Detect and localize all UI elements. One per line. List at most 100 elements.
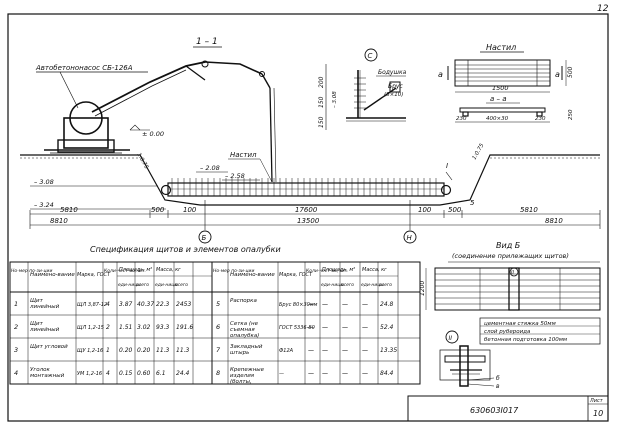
spec-header-area-total-right: всего	[341, 283, 354, 288]
walkway-label: Настил	[230, 151, 257, 159]
callout-i: I	[446, 162, 448, 170]
dim-8810-right: 8810	[545, 217, 563, 225]
spec-cell-mass-total: 52.4	[380, 324, 394, 331]
view-b-note-2: слой рубероида	[484, 329, 531, 335]
walkway-dim-230-left: 230	[456, 116, 467, 122]
spec-header-area-right: Площадь, м²	[322, 267, 355, 273]
level-m308: – 3.08	[34, 178, 54, 186]
spec-cell-pos: 5	[216, 300, 220, 308]
spec-cell-qty: —	[308, 370, 314, 377]
spec-cell-mark: ЩУ 1,2-16	[77, 348, 103, 354]
dim-100-left: 100	[183, 206, 197, 214]
detail-c-board-label: Бодушка	[378, 69, 407, 76]
spec-header-mass-left: Масса, кг	[156, 267, 181, 273]
detail-c-dim-200: 200	[318, 76, 325, 88]
detail-ii-label-b: б	[496, 375, 500, 382]
page-number: 12	[597, 4, 609, 14]
spec-cell-pos: 3	[14, 346, 18, 354]
spec-cell-pos: 7	[216, 346, 221, 354]
walkway-dim-height: 500	[567, 66, 574, 78]
spec-header-area-left: Площадь, м²	[119, 267, 152, 273]
spec-cell-pos: 1	[14, 300, 18, 308]
spec-cell-area-unit: —	[322, 324, 328, 331]
sheet-border	[7, 13, 609, 422]
spec-cell-mass-total: 24.8	[380, 301, 394, 308]
spec-cell-mass-unit: 11.3	[156, 347, 170, 354]
view-b-marker: II	[511, 270, 514, 276]
spec-header-pos-left: Но-мер по-зи-ции	[11, 268, 52, 274]
spec-header-mass-unit-left: еди-ницы	[155, 283, 178, 288]
spec-header-qty-left: Коли-чест-во, шт.	[104, 268, 146, 274]
walkway-dim-230-right: 230	[535, 116, 546, 122]
axis-marker-b	[198, 230, 212, 244]
spec-cell-pos: 6	[216, 323, 220, 331]
spec-cell-area-unit: 0.20	[119, 347, 133, 354]
spec-header-mass-unit-right: еди-ницы	[361, 283, 384, 288]
detail-c-bar-size: (8×10)	[384, 92, 403, 98]
spec-cell-qty: 4	[106, 301, 110, 308]
dim-5810-left: 5810	[60, 206, 78, 214]
spec-header-area-unit-left: еди-ницы	[118, 283, 141, 288]
spec-header-mark-left: Марка, ГОСТ	[77, 272, 111, 278]
detail-ii-label-v: в	[496, 383, 500, 390]
spec-cell-mark: —	[279, 371, 284, 377]
view-b-note-1: цементная стяжка 50мм	[484, 321, 556, 327]
dim-500-left: 500	[151, 206, 165, 214]
view-b-title: Вид Б	[496, 241, 521, 250]
detail-c-marker: С	[368, 52, 373, 60]
stamp-sheet-number: 10	[593, 409, 603, 418]
detail-c-dim-150b: 150	[318, 116, 325, 128]
walkway-dim-width: 1500	[492, 84, 509, 92]
spec-cell-name: Распорка	[230, 298, 257, 304]
spec-cell-qty: 1	[106, 347, 110, 354]
spec-cell-area-total: 40.37	[137, 301, 154, 308]
excavation-profile	[20, 154, 600, 206]
spec-cell-mark: ГОСТ 5336-80	[279, 325, 315, 331]
spec-cell-mass-unit: 93.3	[156, 324, 170, 331]
spec-cell-mass-total: 24.4	[176, 370, 190, 377]
section-title: 1 – 1	[196, 37, 218, 47]
spec-header-mark-right: Марка, ГОСТ	[279, 272, 313, 278]
spec-cell-mass-unit: —	[362, 370, 368, 377]
detail-c-level: – 3.08	[332, 91, 338, 108]
spec-cell-name: Щит угловой	[30, 344, 68, 350]
spec-cell-mass-total: 13.35	[380, 347, 397, 354]
spec-cell-area-unit: 0.15	[119, 370, 133, 377]
spec-cell-qty: 4	[106, 370, 110, 377]
spec-cell-mark: УМ 1,2-16	[77, 371, 102, 377]
spec-cell-qty: —	[308, 324, 314, 331]
pump-label: Автобетононасос СБ-126А	[35, 64, 133, 72]
view-b-note-3: бетонная подготовка 100мм	[484, 337, 567, 343]
spec-table-frame	[9, 261, 421, 385]
spec-title: Спецификация щитов и элементов опалубки	[90, 245, 281, 254]
title-block: 630603I017 Лист 10	[407, 395, 609, 422]
spec-header-area-total-left: всего	[136, 283, 149, 288]
spec-cell-mark: ЩЛ 3,87-12	[77, 302, 107, 308]
detail-ii-marker: II	[449, 335, 453, 342]
spec-cell-mass-unit: —	[362, 324, 368, 331]
spec-cell-pos: 8	[216, 369, 220, 377]
dim-5810-right: 5810	[520, 206, 538, 214]
spec-cell-mass-unit: —	[362, 301, 368, 308]
walkway-dim-400: 400×30	[486, 116, 509, 122]
spec-header-name-left: Наимено-вание	[30, 272, 75, 278]
dim-17600: 17600	[295, 206, 318, 214]
spec-cell-mark: ЩЛ 1,2-15	[77, 325, 104, 331]
spec-cell-pos: 2	[14, 323, 18, 331]
spec-cell-mark: Ф12А	[279, 348, 294, 354]
level-m208: – 2.08	[200, 164, 220, 172]
spec-header-pos-right: Но-мер по-зи-ции	[213, 268, 254, 274]
spec-cell-area-total: 0.20	[137, 347, 151, 354]
stamp-code: 630603I017	[470, 406, 519, 415]
dim-100-right: 100	[418, 206, 432, 214]
spec-cell-mark: Брус 80×30мм	[279, 302, 318, 308]
spec-header-mass-total-left: всего	[175, 283, 188, 288]
walkway-title: Настил	[486, 43, 516, 52]
slope-right: 1:0.75	[472, 142, 486, 161]
spec-cell-area-total: —	[342, 301, 348, 308]
spec-cell-mass-total: 2453	[176, 301, 191, 308]
